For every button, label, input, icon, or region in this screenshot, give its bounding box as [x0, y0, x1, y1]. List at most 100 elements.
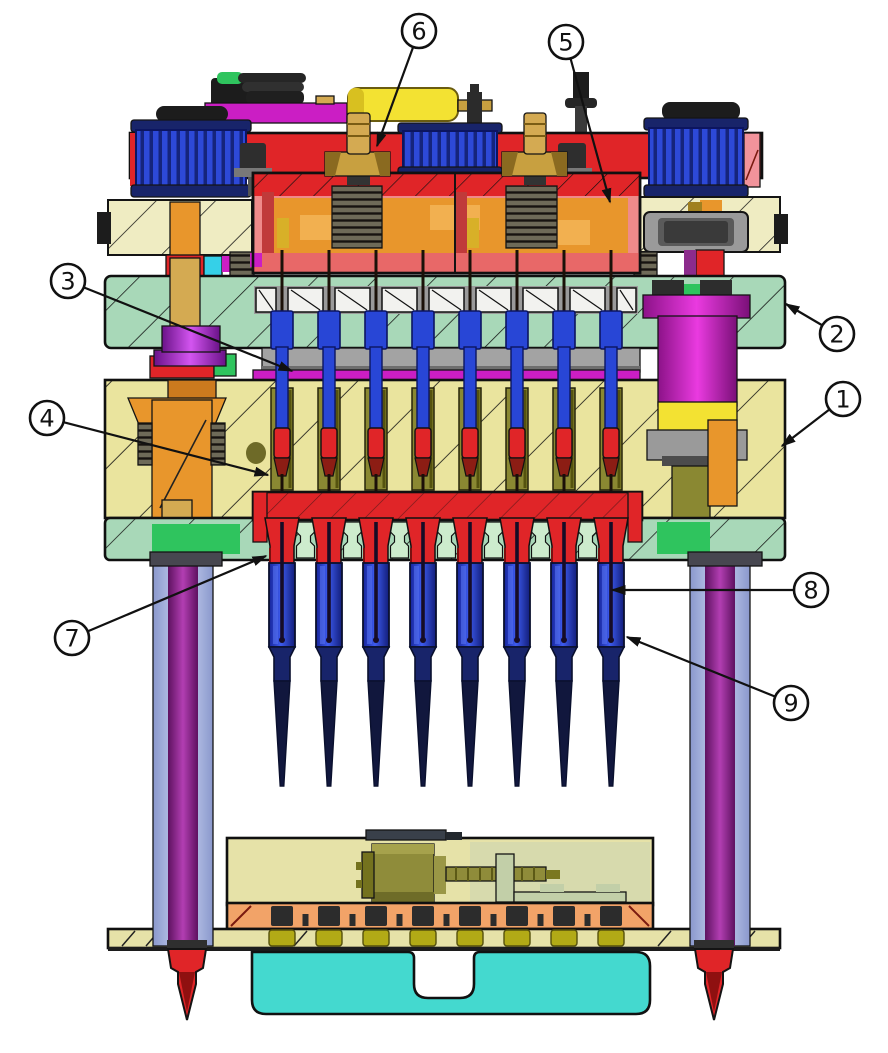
piston-seal — [320, 427, 338, 459]
piston-rod — [369, 346, 383, 432]
manifold-block — [250, 112, 642, 275]
tip-cone — [273, 680, 291, 787]
balloon-circle — [28, 399, 66, 437]
tip-shoulder — [361, 646, 391, 682]
pcb-chip — [600, 906, 622, 926]
callout-7: 7 — [53, 554, 268, 657]
locating-feet — [166, 940, 735, 1021]
balloon-circle — [400, 12, 438, 50]
channel-1 — [270, 310, 294, 522]
pcb-chip — [271, 906, 293, 926]
piston-head — [599, 310, 623, 350]
pcb-pin — [302, 914, 309, 926]
piston-seal — [555, 427, 573, 459]
piston-head — [458, 310, 482, 350]
spring-right — [505, 185, 558, 249]
pcb-chip — [365, 906, 387, 926]
tip-shoulder — [267, 646, 297, 682]
foot-left — [166, 940, 208, 1021]
tip-cone — [555, 680, 573, 787]
piston-head — [364, 310, 388, 350]
pcb-pin — [396, 914, 403, 926]
pulley-ring — [156, 106, 228, 122]
balloon-circle — [824, 380, 862, 418]
piston-rod — [322, 346, 336, 432]
piston-seal — [461, 427, 479, 459]
piston-head — [270, 310, 294, 350]
channel-6 — [505, 310, 529, 522]
guide-rod-right — [705, 562, 735, 946]
leader-line — [83, 286, 294, 373]
pulley-center — [402, 130, 498, 170]
foot-right — [693, 940, 735, 1021]
channel-5 — [458, 310, 482, 522]
guide-columns — [149, 551, 763, 947]
balloon-circle — [772, 684, 810, 722]
pcb-chip — [412, 906, 434, 926]
hose-barb-fitting-right — [501, 112, 568, 185]
piston-rod — [557, 346, 571, 432]
pcb-pin — [443, 914, 450, 926]
guide-rod-left — [168, 562, 198, 946]
balloon-number: 9 — [783, 690, 798, 718]
pipette-tip-3 — [361, 522, 391, 787]
leader-line — [780, 408, 831, 447]
motor-cap-disc — [238, 73, 306, 83]
tip-shoulder — [408, 646, 438, 682]
connector-cylinder — [597, 929, 625, 947]
piston-head — [552, 310, 576, 350]
tip-holder-manifold — [251, 490, 644, 543]
connector-cylinder — [315, 929, 343, 947]
bolt — [240, 143, 266, 171]
pcb-chip — [459, 906, 481, 926]
balloon-number: 4 — [39, 405, 54, 433]
main-block — [103, 294, 787, 537]
piston-seal — [273, 427, 291, 459]
tip-shoulder — [455, 646, 485, 682]
piston-head — [411, 310, 435, 350]
tip-shoulder — [314, 646, 344, 682]
leader-line — [569, 58, 612, 204]
pcb-pin — [537, 914, 544, 926]
piston-rod — [275, 346, 289, 432]
pipette-tips — [267, 522, 626, 787]
callout-2: 2 — [784, 303, 856, 353]
fitting-barb — [523, 112, 547, 155]
pipette-tip-6 — [502, 522, 532, 787]
piston-head — [317, 310, 341, 350]
balloon-number: 6 — [411, 18, 426, 46]
pcb-strip — [225, 901, 655, 931]
lead-screw-mid — [169, 257, 201, 331]
callout-6: 6 — [375, 12, 438, 148]
balloon-circle — [53, 619, 91, 657]
tip-seal-inserts — [295, 521, 598, 559]
drive-nut-magenta — [657, 315, 738, 407]
callout-8: 8 — [610, 571, 830, 609]
tip-cone — [602, 680, 620, 787]
callout-4: 4 — [28, 399, 270, 477]
piston-rod — [604, 346, 618, 432]
connector-cylinder — [268, 929, 296, 947]
connector-cylinder — [409, 929, 437, 947]
fitting-barb — [346, 112, 371, 155]
leader-line — [784, 303, 823, 327]
motor-indicator-ring — [217, 72, 243, 84]
guide-cell-row — [255, 287, 637, 313]
pcb-components — [268, 906, 625, 947]
callout-9: 9 — [625, 635, 810, 722]
hose-barb-fitting-left — [324, 112, 391, 185]
spacer-cyan — [203, 255, 223, 277]
tip-shoulder — [596, 646, 626, 682]
channel-4 — [411, 310, 435, 522]
balloon-number: 8 — [803, 577, 818, 605]
piston-seal — [367, 427, 385, 459]
pipette-tip-5 — [455, 522, 485, 787]
lead-screw-upper — [169, 201, 201, 259]
tip-cone — [367, 680, 385, 787]
pcb-pin — [584, 914, 591, 926]
tip-cone — [414, 680, 432, 787]
pipette-tip-2 — [314, 522, 344, 787]
balloon-number: 2 — [829, 321, 844, 349]
piston-rod — [510, 346, 524, 432]
